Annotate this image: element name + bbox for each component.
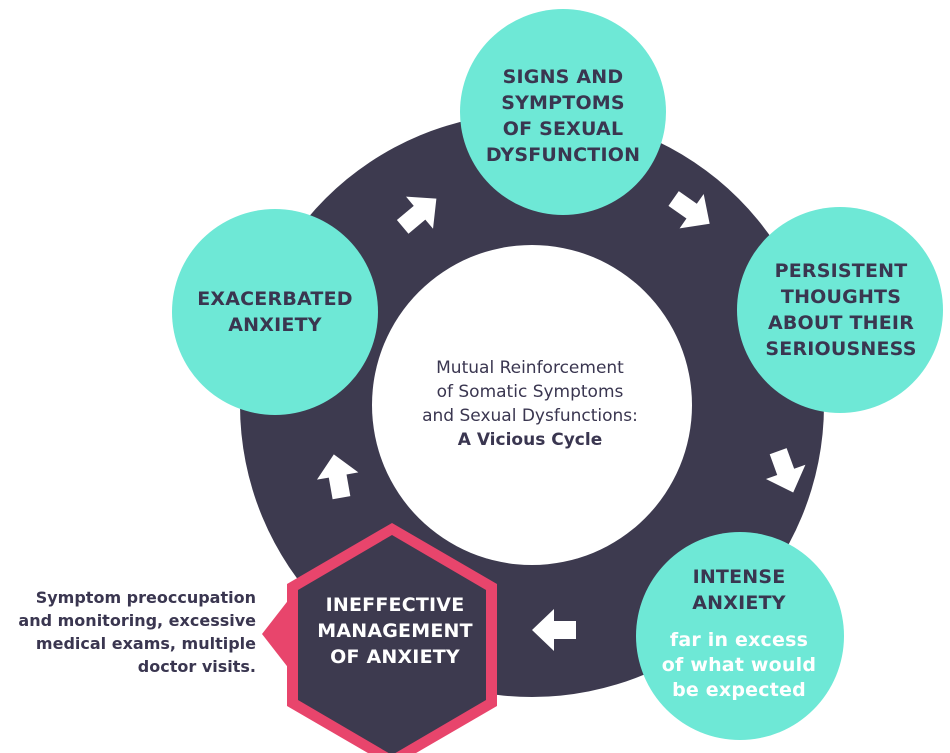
hexagon-callout-pointer xyxy=(262,598,290,670)
arrow-to-exacerbated xyxy=(316,454,359,500)
node-persistent-line: ABOUT THEIR xyxy=(767,312,915,334)
node-persistent-line: PERSISTENT xyxy=(774,260,908,282)
node-circle-exacerbated xyxy=(172,209,378,415)
arrow-to-intense xyxy=(765,448,806,493)
node-persistent-line: THOUGHTS xyxy=(780,286,902,308)
node-exacerbated-line: ANXIETY xyxy=(228,314,322,336)
node-intense-title-line: ANXIETY xyxy=(692,592,786,614)
arrow-to-ineffective xyxy=(532,609,576,651)
node-ineffective-line: MANAGEMENT xyxy=(317,620,473,642)
node-signs-line: OF SEXUAL xyxy=(502,118,624,140)
node-signs-line: SYMPTOMS xyxy=(501,92,625,114)
node-intense-subtitle: far in excess of what would be expected xyxy=(662,628,816,703)
node-ineffective-label: INEFFECTIVE MANAGEMENT OF ANXIETY xyxy=(295,583,495,679)
center-circle xyxy=(372,245,692,565)
node-hexagon-ineffective xyxy=(262,523,497,753)
node-signs-label: SIGNS AND SYMPTOMS OF SEXUAL DYSFUNCTION xyxy=(462,48,664,184)
center-caption-line: Mutual Reinforcement xyxy=(436,358,624,378)
node-exacerbated-line: EXACERBATED xyxy=(197,288,353,310)
center-caption-line: and Sexual Dysfunctions: xyxy=(422,406,638,426)
node-intense-subtitle-line: far in excess xyxy=(669,629,809,651)
node-circle-intense xyxy=(636,532,844,740)
node-circle-persistent xyxy=(737,207,943,413)
node-intense-label: INTENSE ANXIETY far in excess of what wo… xyxy=(632,564,846,714)
callout-line: doctor visits. xyxy=(137,657,256,676)
center-caption-line: of Somatic Symptoms xyxy=(436,382,624,402)
callout-line: Symptom preoccupation xyxy=(35,588,256,607)
node-ineffective-line: OF ANXIETY xyxy=(330,646,460,668)
center-caption-title: A Vicious Cycle xyxy=(457,430,603,450)
node-persistent-line: SERIOUSNESS xyxy=(765,338,917,360)
callout-line: and monitoring, excessive xyxy=(18,611,256,630)
arrow-to-signs xyxy=(396,196,437,234)
hexagon-fill xyxy=(298,535,486,753)
arrow-to-persistent xyxy=(668,191,710,229)
node-persistent-label: PERSISTENT THOUGHTS ABOUT THEIR SERIOUSN… xyxy=(735,250,947,370)
callout-text: Symptom preoccupation and monitoring, ex… xyxy=(0,586,256,678)
node-ineffective-line: INEFFECTIVE xyxy=(325,594,465,616)
node-exacerbated-label: EXACERBATED ANXIETY xyxy=(180,280,370,344)
node-intense-subtitle-line: be expected xyxy=(672,679,806,701)
node-signs-line: DYSFUNCTION xyxy=(485,144,641,166)
node-signs-line: SIGNS AND xyxy=(502,66,624,88)
node-intense-title-line: INTENSE xyxy=(692,566,786,588)
callout-line: medical exams, multiple xyxy=(35,634,256,653)
center-caption: Mutual Reinforcement of Somatic Symptoms… xyxy=(420,344,640,464)
node-intense-subtitle-line: of what would xyxy=(661,654,817,676)
node-circle-signs xyxy=(460,9,666,215)
